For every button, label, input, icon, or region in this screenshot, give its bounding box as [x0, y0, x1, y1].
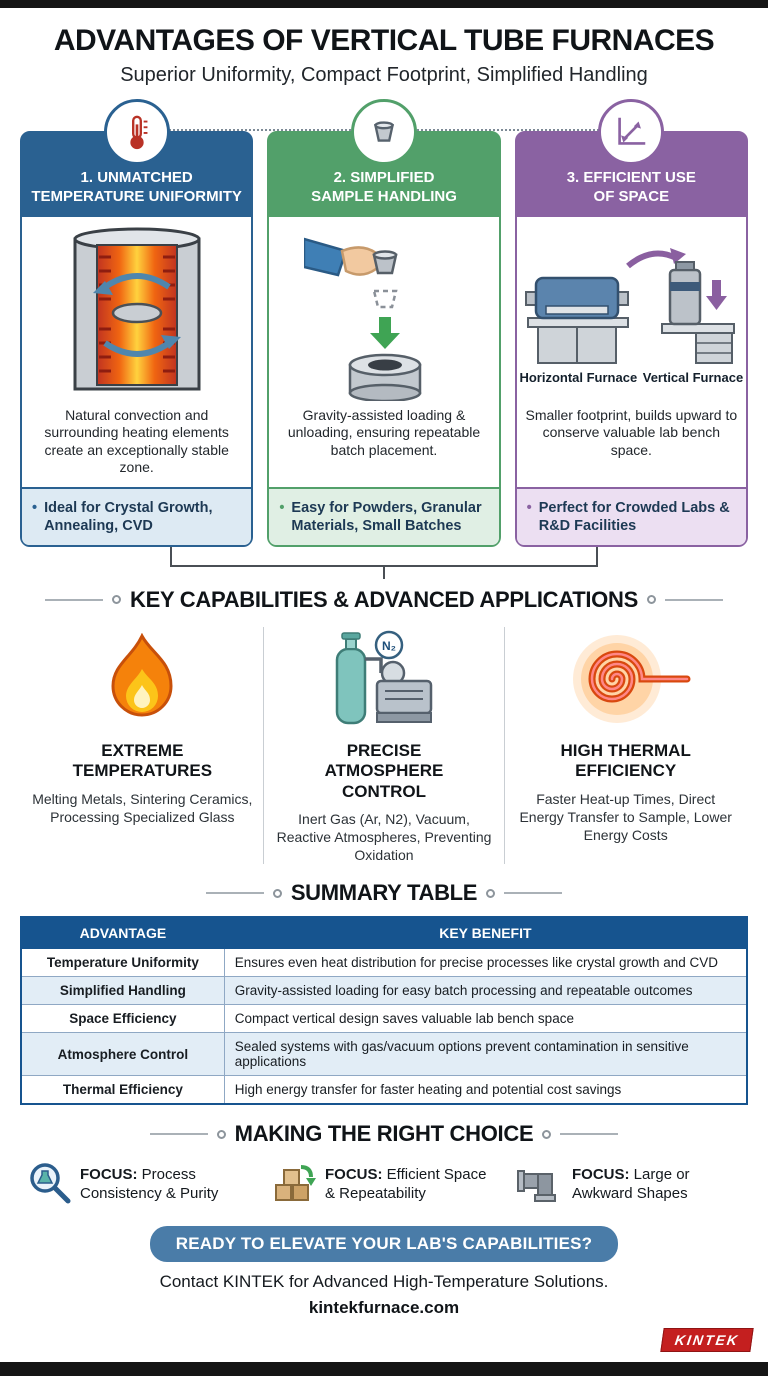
pipe-icon [516, 1161, 564, 1208]
card-temperature-uniformity: 1. UNMATCHED TEMPERATURE UNIFORMITY [20, 99, 254, 547]
bullet-dot-icon: • [526, 499, 532, 516]
advantage-cards-section: 1. UNMATCHED TEMPERATURE UNIFORMITY [0, 91, 768, 579]
axes-arrows-icon [598, 99, 665, 165]
summary-table: ADVANTAGE KEY BENEFIT Temperature Unifor… [20, 916, 748, 1106]
bullet-dot-icon: • [32, 499, 38, 516]
benefit-cell: Compact vertical design saves valuable l… [223, 1004, 748, 1034]
advantage-cell: Space Efficiency [20, 1004, 225, 1034]
gas-cylinder-pump-icon: N₂ [274, 627, 495, 731]
heading-ring-icon [486, 888, 496, 898]
card-title: 1. UNMATCHED TEMPERATURE UNIFORMITY [22, 133, 252, 217]
footprint-comparison-illustration: Horizontal Furnace Vertical Furnace [517, 217, 746, 403]
focus-label: FOCUS: [80, 1166, 138, 1184]
boxes-arrow-icon [271, 1159, 317, 1210]
benefit-cell: Sealed systems with gas/vacuum options p… [223, 1032, 748, 1077]
flame-icon [32, 627, 253, 731]
focus-text: Large or Awkward Shapes [572, 1166, 690, 1202]
capability-desc: Inert Gas (Ar, N2), Vacuum, Reactive Atm… [276, 810, 492, 864]
bullet-dot-icon: • [279, 499, 285, 516]
table-row: Temperature Uniformity Ensures even heat… [20, 948, 748, 978]
heading-ring-icon [646, 595, 656, 605]
capability-title: PRECISE ATMOSPHERE CONTROL [324, 740, 444, 801]
heading-ring-icon [542, 1129, 552, 1139]
horizontal-furnace-label: Horizontal Furnace [519, 370, 638, 385]
choice-text: FOCUS: Process Consistency & Purity [80, 1166, 252, 1204]
column-header-advantage: ADVANTAGE [20, 916, 225, 950]
benefit-cell: Ensures even heat distribution for preci… [223, 948, 748, 978]
cards-to-section-connector [20, 546, 748, 579]
cta-banner: READY TO ELEVATE YOUR LAB'S CAPABILITIES… [149, 1226, 619, 1263]
summary-table-heading: SUMMARY TABLE [0, 880, 768, 906]
magnifier-flask-icon [26, 1159, 72, 1210]
focus-text: Process Consistency & Purity [80, 1166, 219, 1202]
crucible-icon [350, 99, 417, 165]
card-description: Gravity-assisted loading & unloading, en… [287, 406, 481, 458]
choice-process-consistency: FOCUS: Process Consistency & Purity [26, 1159, 252, 1210]
choice-large-shapes: FOCUS: Large or Awkward Shapes [516, 1159, 742, 1210]
gravity-loading-illustration [269, 217, 498, 403]
thermometer-icon [103, 99, 170, 165]
choice-text: FOCUS: Large or Awkward Shapes [572, 1166, 742, 1204]
card-description: Smaller footprint, builds upward to cons… [525, 406, 738, 458]
capabilities-row: EXTREME TEMPERATURES Melting Metals, Sin… [0, 623, 768, 873]
website-url[interactable]: kintekfurnace.com [308, 1298, 460, 1318]
contact-line: Contact KINTEK for Advanced High-Tempera… [159, 1272, 609, 1292]
capabilities-heading: KEY CAPABILITIES & ADVANCED APPLICATIONS [0, 587, 768, 613]
advantage-cell: Simplified Handling [20, 976, 225, 1006]
capability-atmosphere-control: N₂ PRECISE ATMOSPHERE CONTROL Inert Gas … [262, 626, 506, 865]
choice-text: FOCUS: Efficient Space & Repeatability [325, 1166, 497, 1204]
capability-extreme-temperatures: EXTREME TEMPERATURES Melting Metals, Sin… [22, 627, 263, 865]
column-header-key-benefit: KEY BENEFIT [223, 916, 748, 950]
card-sample-handling: 2. SIMPLIFIED SAMPLE HANDLING [267, 99, 501, 547]
choice-space-repeatability: FOCUS: Efficient Space & Repeatability [271, 1159, 497, 1210]
choice-heading: MAKING THE RIGHT CHOICE [0, 1121, 768, 1147]
benefit-cell: High energy transfer for faster heating … [223, 1075, 748, 1105]
card-bullet: • Ideal for Crystal Growth, Annealing, C… [22, 486, 252, 545]
table-header-row: ADVANTAGE KEY BENEFIT [20, 916, 748, 950]
focus-text: Efficient Space & Repeatability [325, 1166, 487, 1202]
card-description: Natural convection and surrounding heati… [44, 406, 229, 476]
summary-table-title: SUMMARY TABLE [290, 880, 478, 906]
advantage-cell: Thermal Efficiency [20, 1075, 225, 1105]
advantage-cell: Atmosphere Control [20, 1032, 225, 1077]
heading-ring-icon [216, 1129, 226, 1139]
card-bullet-text: Easy for Powders, Granular Materials, Sm… [291, 499, 482, 534]
furnace-uniformity-illustration [22, 217, 251, 403]
capability-title: HIGH THERMAL EFFICIENCY [560, 740, 691, 781]
heading-ring-icon [112, 595, 122, 605]
heading-ring-icon [272, 888, 282, 898]
focus-label: FOCUS: [572, 1166, 630, 1184]
page-title: ADVANTAGES OF VERTICAL TUBE FURNACES [53, 24, 715, 57]
focus-label: FOCUS: [325, 1166, 383, 1184]
capability-thermal-efficiency: HIGH THERMAL EFFICIENCY Faster Heat-up T… [505, 627, 746, 865]
card-space-efficiency: 3. EFFICIENT USE OF SPACE [514, 99, 748, 547]
card-title: 2. SIMPLIFIED SAMPLE HANDLING [269, 133, 499, 217]
card-bullet-text: Ideal for Crystal Growth, Annealing, CVD [44, 499, 213, 534]
card-bullet: • Easy for Powders, Granular Materials, … [269, 486, 499, 545]
gas-badge: N₂ [382, 639, 396, 653]
card-bullet-text: Perfect for Crowded Labs & R&D Facilitie… [538, 499, 730, 534]
top-border-bar [0, 0, 768, 8]
bottom-border-bar [0, 1362, 768, 1376]
capability-desc: Melting Metals, Sintering Ceramics, Proc… [32, 790, 253, 825]
heating-coil-icon [515, 627, 736, 731]
capabilities-title: KEY CAPABILITIES & ADVANCED APPLICATIONS [130, 586, 638, 612]
header: ADVANTAGES OF VERTICAL TUBE FURNACES Sup… [0, 8, 768, 91]
kintek-logo: KINTEK [660, 1328, 754, 1352]
card-title: 3. EFFICIENT USE OF SPACE [516, 133, 746, 217]
table-row: Thermal Efficiency High energy transfer … [20, 1075, 748, 1105]
page-subtitle: Superior Uniformity, Compact Footprint, … [120, 64, 648, 86]
choice-title: MAKING THE RIGHT CHOICE [234, 1121, 534, 1147]
table-row: Simplified Handling Gravity-assisted loa… [20, 976, 748, 1006]
choice-row: FOCUS: Process Consistency & Purity FOCU… [0, 1157, 768, 1210]
benefit-cell: Gravity-assisted loading for easy batch … [223, 976, 748, 1006]
vertical-furnace-label: Vertical Furnace [642, 370, 744, 385]
advantage-cell: Temperature Uniformity [20, 948, 225, 978]
table-row: Atmosphere Control Sealed systems with g… [20, 1032, 748, 1077]
table-row: Space Efficiency Compact vertical design… [20, 1004, 748, 1034]
capability-title: EXTREME TEMPERATURES [72, 740, 213, 781]
capability-desc: Faster Heat-up Times, Direct Energy Tran… [519, 790, 732, 843]
card-bullet: • Perfect for Crowded Labs & R&D Facilit… [516, 486, 746, 545]
